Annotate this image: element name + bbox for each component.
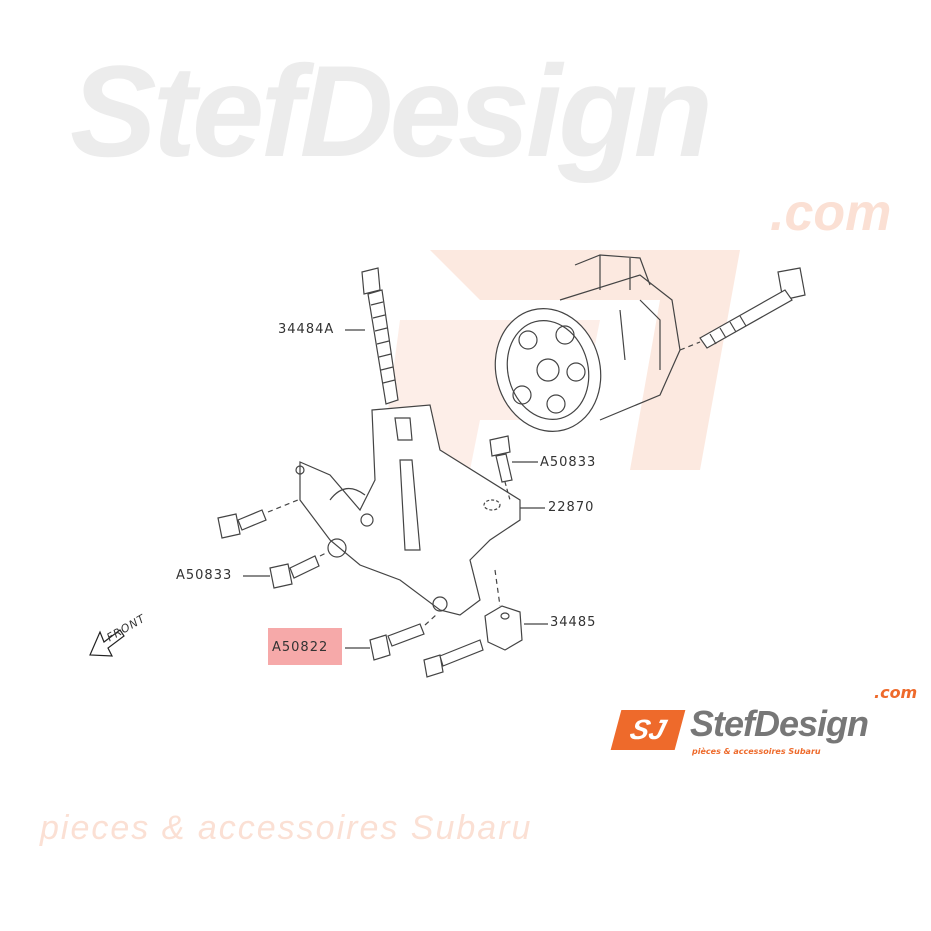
watermark-brand: StefDesign (70, 38, 713, 184)
callout-34485[interactable]: 34485 (550, 615, 597, 630)
highlight-a50822 (268, 628, 342, 665)
watermark-tagline: pieces & accessoires Subaru (40, 809, 533, 847)
power-steering-pump (494, 254, 681, 432)
callout-a50833-left[interactable]: A50833 (176, 568, 233, 583)
callout-a50822[interactable]: A50822 (272, 640, 329, 655)
bracket-22870 (295, 404, 521, 616)
spacer-34485 (423, 569, 548, 678)
callout-a50833-upper[interactable]: A50833 (540, 455, 597, 470)
logo-brand: StefDesign (690, 703, 869, 744)
pump-through-bolt (679, 267, 806, 351)
stefdesign-logo: SJ StefDesign .com pièces & accessoires … (610, 684, 922, 760)
logo-tagline: pièces & accessoires Subaru (692, 747, 821, 756)
bolt-a50822 (345, 614, 437, 661)
logo-domain: .com (874, 683, 918, 702)
bolt-a50833-upper (489, 435, 538, 501)
callout-34484a[interactable]: 34484A (278, 322, 335, 337)
bolt-left-upper (217, 499, 299, 539)
watermark-domain: .com (770, 184, 892, 242)
front-arrow-icon (89, 629, 125, 657)
callout-22870[interactable]: 22870 (548, 500, 595, 515)
bolt-a50833-left (243, 551, 329, 589)
logo-sj-badge: SJ (610, 710, 686, 750)
